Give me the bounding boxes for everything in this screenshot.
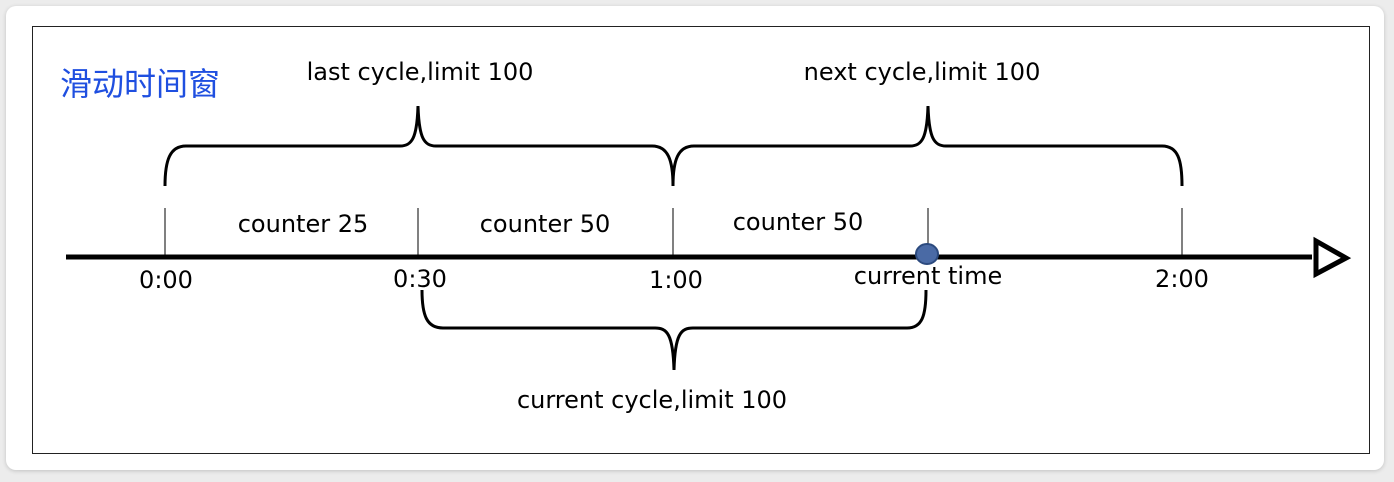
counter-label-1: counter 25 (238, 210, 369, 238)
diagram-title: 滑动时间窗 (60, 65, 220, 103)
tick-label-2-00: 2:00 (1155, 265, 1209, 293)
axis-arrow-head (1313, 236, 1352, 279)
counter-label-2: counter 50 (480, 210, 611, 238)
current-cycle-label: current cycle,limit 100 (517, 386, 787, 414)
last-cycle-brace (163, 105, 675, 187)
tick-label-0-30: 0:30 (393, 265, 447, 293)
tick-label-1-00: 1:00 (649, 266, 703, 294)
last-cycle-label: last cycle,limit 100 (307, 58, 534, 86)
current-cycle-brace (420, 289, 928, 371)
next-cycle-label: next cycle,limit 100 (804, 58, 1041, 86)
diagram-border (32, 26, 1370, 454)
counter-label-3: counter 50 (733, 208, 864, 236)
current-time-marker (915, 243, 939, 265)
current-time-label: current time (854, 262, 1002, 290)
tick-label-0-00: 0:00 (139, 266, 193, 294)
next-cycle-brace (671, 105, 1184, 187)
